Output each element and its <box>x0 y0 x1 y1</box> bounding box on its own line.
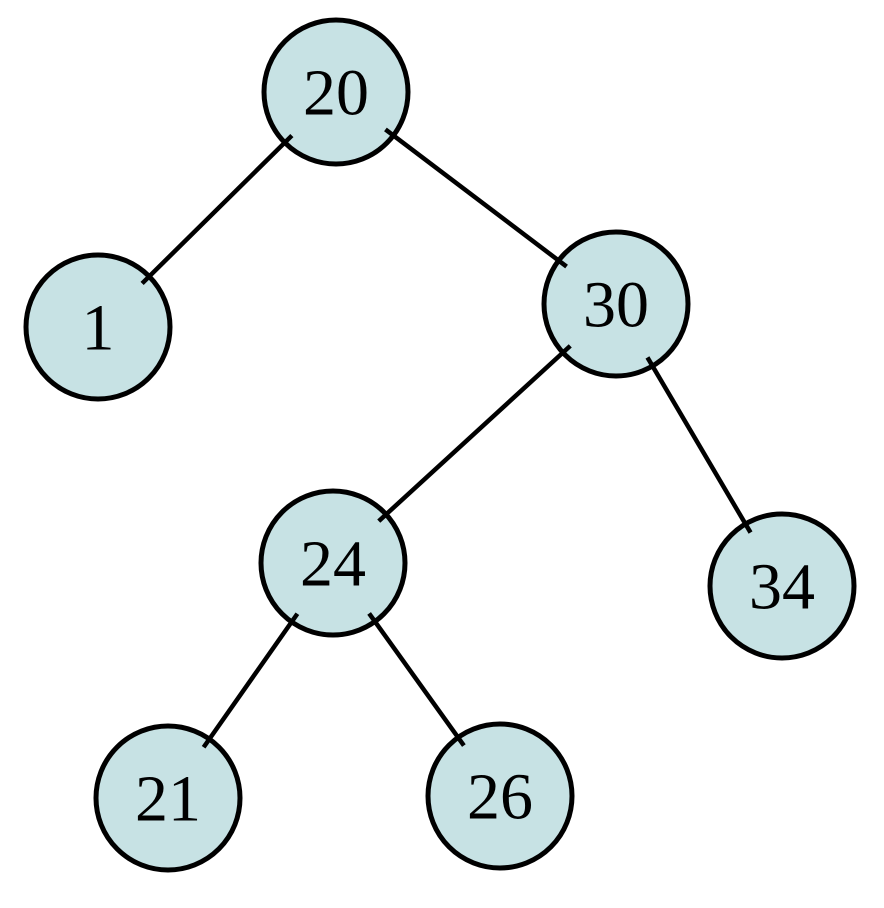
tree-edge-20-30 <box>384 127 568 269</box>
tree-node-label-30: 30 <box>583 268 649 341</box>
tree-node-circle-30 <box>541 229 691 379</box>
tree-node-circle-20 <box>261 17 411 167</box>
tree-node-circle-26 <box>425 721 575 871</box>
tree-node-circle-24 <box>258 488 408 638</box>
tree-node-label-34: 34 <box>749 550 815 623</box>
tree-node-label-24: 24 <box>300 527 366 600</box>
tree-edge-24-21 <box>201 612 300 749</box>
tree-node-circle-21 <box>93 723 243 873</box>
tree-edge-24-26 <box>367 612 466 747</box>
tree-edge-30-24 <box>377 344 572 523</box>
tree-node-circle-34 <box>707 511 857 661</box>
tree-node-label-26: 26 <box>467 760 533 833</box>
tree-edge-30-34 <box>645 356 753 534</box>
tree-node-label-1: 1 <box>82 291 115 364</box>
tree-node-label-20: 20 <box>303 56 369 129</box>
tree-edge-20-1 <box>140 133 294 286</box>
tree-node-label-21: 21 <box>135 762 201 835</box>
tree-node-circle-1 <box>23 252 173 402</box>
